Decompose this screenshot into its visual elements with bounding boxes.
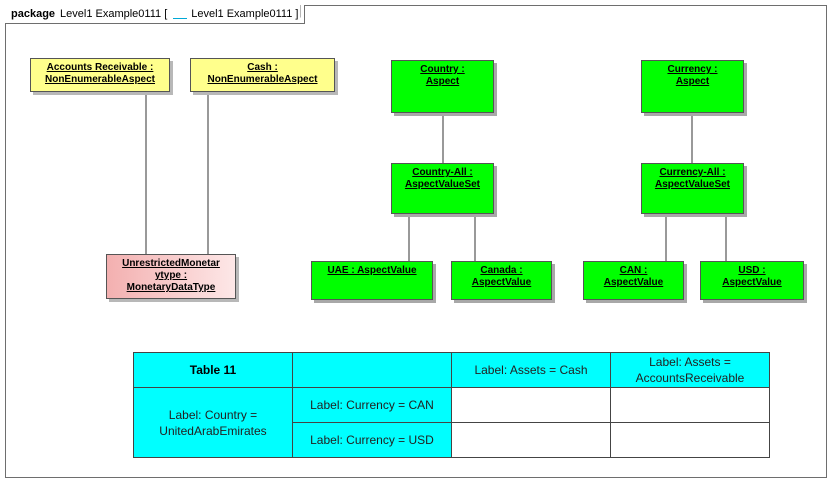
package-stereotype-blank: [173, 10, 188, 19]
table-cell[interactable]: [451, 422, 611, 458]
table-row: Table 11 Label: Assets = Cash Label: Ass…: [133, 352, 770, 388]
row-header-country: Label: Country = UnitedArabEmirates: [133, 387, 293, 458]
package-name: Level1 Example0111 [: [60, 8, 168, 20]
currency-type: Aspect: [675, 76, 710, 87]
table-cell[interactable]: [610, 387, 770, 423]
column-header-assets-cash: Label: Assets = Cash: [451, 352, 611, 388]
country-all-name: Country-All :: [412, 167, 473, 178]
row-header-currency-usd: Label: Currency = USD: [292, 422, 452, 458]
cash-type: NonEnumerableAspect: [207, 74, 318, 85]
table-cell[interactable]: [610, 422, 770, 458]
package-keyword: package: [11, 8, 56, 20]
currency-aspect-node[interactable]: Currency : Aspect: [641, 60, 744, 113]
column-header-assets-ar-line1: Label: Assets =: [649, 355, 731, 369]
package-name-suffix: Level1 Example0111 ]: [191, 8, 299, 20]
table-corner-cell: [292, 352, 452, 388]
accounts-receivable-name: Accounts Receivable :: [46, 62, 154, 73]
unrestricted-name-2: ytype :: [154, 270, 188, 281]
package-tab[interactable]: package Level1 Example0111 [ Level1 Exam…: [5, 5, 306, 24]
can-type: AspectValue: [603, 277, 664, 288]
uae-node[interactable]: UAE : AspectValue: [311, 261, 433, 300]
table-title: Table 11: [133, 352, 293, 388]
currency-all-node[interactable]: Currency-All : AspectValueSet: [641, 163, 744, 214]
canada-name: Canada :: [480, 265, 523, 276]
usd-type: AspectValue: [722, 277, 782, 288]
column-header-assets-ar: Label: Assets = AccountsReceivable: [610, 352, 770, 388]
unrestricted-type: MonetaryDataType: [126, 282, 216, 293]
row-header-currency-can: Label: Currency = CAN: [292, 387, 452, 423]
currency-name: Currency :: [667, 64, 718, 75]
currency-all-name: Currency-All :: [659, 167, 726, 178]
can-name: CAN :: [619, 265, 648, 276]
row-header-country-line2: UnitedArabEmirates: [159, 423, 267, 438]
usd-node[interactable]: USD : AspectValue: [700, 261, 804, 300]
usd-name: USD :: [738, 265, 766, 276]
country-name: Country :: [420, 64, 465, 75]
uae-name: UAE : AspectValue: [327, 265, 417, 276]
table-row: Label: Currency = USD: [134, 422, 770, 458]
canada-type: AspectValue: [471, 277, 532, 288]
cash-name: Cash :: [247, 62, 278, 73]
currency-all-type: AspectValueSet: [654, 179, 731, 190]
canada-node[interactable]: Canada : AspectValue: [451, 261, 552, 300]
table-11: Table 11 Label: Assets = Cash Label: Ass…: [133, 352, 770, 458]
unrestricted-monetary-node[interactable]: UnrestrictedMonetar ytype : MonetaryData…: [106, 254, 236, 299]
country-all-type: AspectValueSet: [404, 179, 481, 190]
table-row: Label: Country = UnitedArabEmirates Labe…: [133, 387, 770, 458]
accounts-receivable-node[interactable]: Accounts Receivable : NonEnumerableAspec…: [30, 58, 170, 92]
table-cell[interactable]: [451, 387, 611, 423]
country-type: Aspect: [425, 76, 460, 87]
can-node[interactable]: CAN : AspectValue: [583, 261, 684, 300]
unrestricted-name-1: UnrestrictedMonetar: [122, 258, 220, 269]
accounts-receivable-type: NonEnumerableAspect: [44, 74, 156, 85]
country-aspect-node[interactable]: Country : Aspect: [391, 60, 494, 113]
column-header-assets-ar-line2: AccountsReceivable: [635, 371, 745, 385]
country-all-node[interactable]: Country-All : AspectValueSet: [391, 163, 494, 214]
row-header-country-line1: Label: Country =: [168, 407, 258, 422]
cash-node[interactable]: Cash : NonEnumerableAspect: [190, 58, 335, 92]
